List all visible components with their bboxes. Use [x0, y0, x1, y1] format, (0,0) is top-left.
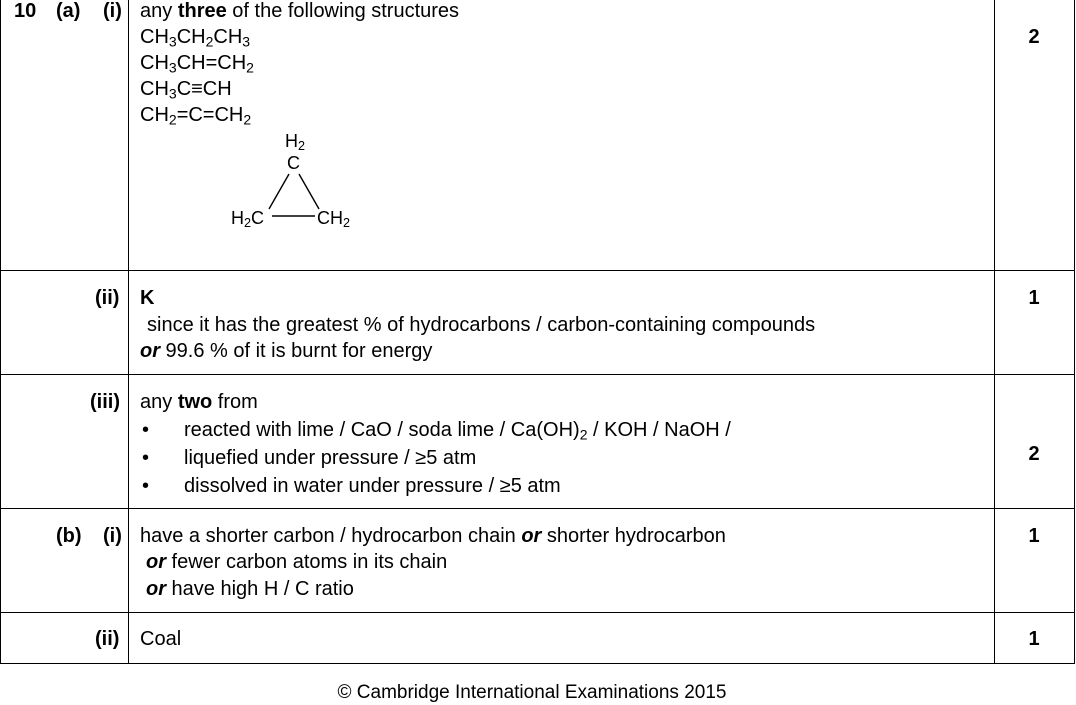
table-right-border	[1074, 0, 1075, 664]
mark-b-i: 1	[1028, 525, 1040, 547]
subpart-label-ii: (ii)	[95, 287, 120, 309]
ring-top-carbon: C	[287, 153, 300, 173]
a-iii-intro: any two from	[140, 391, 258, 413]
b-i-line1: have a shorter carbon / hydrocarbon chai…	[140, 525, 726, 547]
a-ii-answer: K	[140, 287, 155, 309]
table-left-border	[0, 0, 1, 664]
question-number: 10	[14, 0, 37, 22]
a-iii-bullet-1-text: reacted with lime / CaO / soda lime / Ca…	[184, 419, 731, 443]
a-i-intro: any three of the following structures	[140, 0, 460, 22]
ring-left-h2c: H2C	[231, 208, 265, 231]
row-divider-2	[0, 374, 1075, 375]
column-divider-1	[128, 0, 129, 664]
structure-propene: CH3CH=CH2	[140, 52, 254, 76]
b-ii-answer: Coal	[140, 628, 182, 650]
mark-a-iii: 2	[1028, 443, 1040, 465]
bullet-2: •	[142, 447, 150, 469]
a-iii-bullet-3-text: dissolved in water under pressure / ≥5 a…	[184, 475, 561, 497]
bullet-1: •	[142, 419, 150, 441]
structure-allene: CH2=C=CH2	[140, 104, 252, 128]
row-divider-3	[0, 508, 1075, 509]
a-ii-line2: or 99.6 % of it is burnt for energy	[140, 340, 433, 362]
mark-b-ii: 1	[1028, 628, 1040, 650]
ring-bond-right	[298, 173, 320, 210]
part-label-b: (b)	[56, 525, 82, 547]
ring-bond-left	[268, 173, 290, 210]
copyright-footer: © Cambridge International Examinations 2…	[337, 682, 727, 703]
structure-propyne: CH3C≡CH	[140, 78, 232, 102]
b-i-line2: or fewer carbon atoms in its chain	[146, 551, 448, 573]
bullet-3: •	[142, 475, 150, 497]
row-divider-4	[0, 612, 1075, 613]
subpart-label-iii: (iii)	[90, 391, 120, 413]
column-divider-2	[994, 0, 995, 664]
a-iii-bullet-2-text: liquefied under pressure / ≥5 atm	[184, 447, 477, 469]
ring-right-ch2: CH2	[317, 208, 351, 231]
table-bottom-border	[0, 663, 1075, 664]
mark-a-ii: 1	[1028, 287, 1040, 309]
structure-propane: CH3CH2CH3	[140, 26, 251, 50]
row-divider-1	[0, 270, 1075, 271]
subpart-label-b-i: (i)	[103, 525, 122, 547]
subpart-label-b-ii: (ii)	[95, 628, 120, 650]
b-i-line3: or have high H / C ratio	[146, 578, 354, 600]
part-label-a: (a)	[56, 0, 81, 22]
mark-a-i: 2	[1028, 26, 1040, 48]
a-ii-line1: since it has the greatest % of hydrocarb…	[147, 314, 816, 336]
subpart-label-i: (i)	[103, 0, 122, 22]
ring-top-h2: H2	[285, 131, 306, 154]
